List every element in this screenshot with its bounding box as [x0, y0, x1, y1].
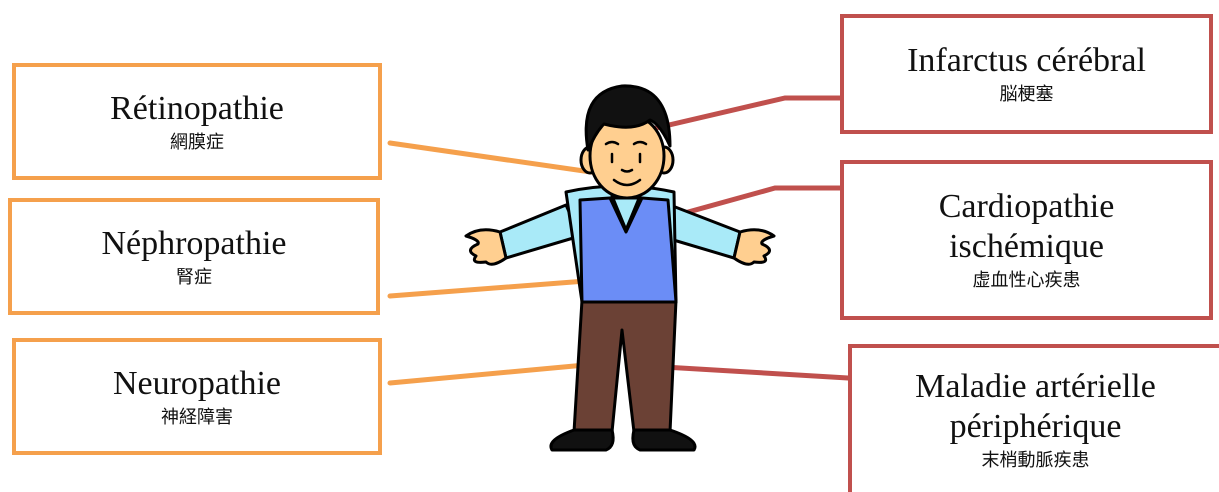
label-box-maladie: Maladie artérielle périphérique 末梢動脈疾患: [848, 344, 1219, 492]
label-fr: Neuropathie: [113, 364, 281, 404]
label-fr: Rétinopathie: [110, 89, 284, 129]
label-fr: Cardiopathie ischémique: [897, 187, 1157, 267]
label-box-cardiopathie: Cardiopathie ischémique 虚血性心疾患: [840, 160, 1213, 320]
label-jp: 脳梗塞: [1000, 83, 1054, 107]
label-box-neuropathie: Neuropathie 神経障害: [12, 338, 382, 455]
label-fr: Infarctus cérébral: [907, 41, 1146, 81]
label-fr: Maladie artérielle périphérique: [886, 367, 1186, 447]
label-jp: 腎症: [176, 266, 212, 290]
label-box-retinopathie: Rétinopathie 網膜症: [12, 63, 382, 180]
label-fr: Néphropathie: [101, 224, 286, 264]
label-jp: 神経障害: [161, 406, 233, 430]
label-jp: 末梢動脈疾患: [982, 449, 1090, 473]
label-jp: 網膜症: [170, 131, 224, 155]
label-box-nephropathie: Néphropathie 腎症: [8, 198, 380, 315]
label-jp: 虚血性心疾患: [973, 269, 1081, 293]
label-box-infarctus: Infarctus cérébral 脳梗塞: [840, 14, 1213, 134]
